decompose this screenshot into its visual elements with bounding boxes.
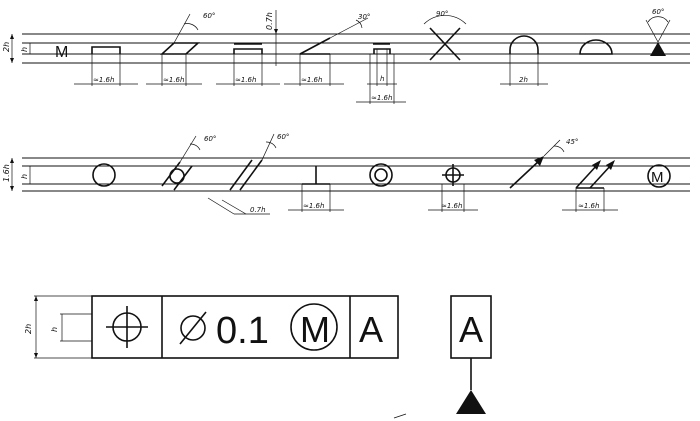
frame-label-h: h <box>50 327 59 332</box>
frame-outline <box>91 295 399 359</box>
row1-dim-arrow-icon <box>10 34 14 39</box>
row1-angle-leader <box>657 19 671 43</box>
row1-width-label: ≈1.6h <box>163 76 184 84</box>
row1-symbol-box <box>233 48 263 54</box>
row2-label-h: h <box>20 174 29 179</box>
row2-offset-line <box>221 199 247 215</box>
row1-angle-30: 30° <box>358 13 370 21</box>
feature-control-frame: 2h h 0.1 M A <box>24 295 399 359</box>
row1-slot-outer: ≈1.6h <box>371 94 392 102</box>
frame-modifier: M <box>300 309 330 350</box>
stray-mark <box>393 413 407 419</box>
row1-symbol-slope <box>299 37 331 55</box>
row2-parallel-line <box>229 159 253 191</box>
row2-angle-arc <box>265 141 277 149</box>
row1-label-2h: 2h <box>2 42 11 52</box>
row1-symbol-parallelogram <box>159 42 201 55</box>
row1-angle-arc <box>183 23 199 31</box>
row1-angle-leader <box>329 17 369 39</box>
frame-modifier-circle <box>290 303 338 351</box>
row1-width-label: ≈1.6h <box>93 76 114 84</box>
row2-angle-arc <box>553 145 565 153</box>
row1-symbol-arch <box>509 35 539 54</box>
row2-circled-m <box>647 164 671 188</box>
frame-tolerance: 0.1 <box>216 310 269 352</box>
row1-angle-arc <box>423 15 467 25</box>
row1: 2h h M ≈1.6h 60° ≈1.6h ≈1.6h 0.7h <box>2 8 690 104</box>
row1-width-label: ≈1.6h <box>301 76 322 84</box>
position-symbol-icon <box>106 306 148 348</box>
frame-dim-arrow-icon <box>34 353 38 358</box>
row1-symbol-x-b <box>429 27 461 61</box>
datum-feature: A <box>450 295 492 414</box>
row2-concentric-inner <box>374 168 388 182</box>
row2-angle-leader <box>179 135 197 163</box>
row1-filled-triangle-icon <box>650 42 666 56</box>
row2-total-runout-arrow <box>589 163 613 189</box>
row1-dim-arrow-icon <box>274 29 278 34</box>
row2-angle-arc <box>189 143 201 151</box>
datum-letter: A <box>459 309 483 350</box>
row2-label-16h: 1.6h <box>2 164 11 182</box>
row1-angle-arc <box>355 19 363 29</box>
row1-width-label: ≈1.6h <box>235 76 256 84</box>
datum-triangle-icon <box>456 390 486 414</box>
row1-angle-60b: 60° <box>652 8 664 16</box>
row2-angle-60b: 60° <box>277 133 289 141</box>
row1-symbol-rectangle <box>91 46 121 54</box>
row2-symbol-circle <box>92 163 116 187</box>
row2-letter-m: M <box>651 169 664 186</box>
row1-angle-60: 60° <box>203 12 215 20</box>
row2-cyl-line <box>161 161 181 187</box>
row2-width-label: ≈1.6h <box>441 202 462 210</box>
frame-datum-ref: A <box>359 309 383 350</box>
row2-width-label: ≈1.6h <box>578 202 599 210</box>
row1-letter-m: M <box>55 44 68 61</box>
frame-label-2h: 2h <box>24 324 33 334</box>
row2-arrowhead-icon <box>534 156 544 166</box>
row2-parallel-line <box>239 159 263 191</box>
row2-width-label: ≈1.6h <box>303 202 324 210</box>
row2-arrowhead-icon <box>592 160 601 170</box>
row2-symbol-cylinder-circle <box>169 168 185 184</box>
row1-slot-inner: h <box>380 75 384 83</box>
row2-concentric-outer <box>369 163 393 187</box>
row2-arrowhead-icon <box>606 160 615 170</box>
row2: 1.6h h 60° 60° 0.7h ≈1.6h <box>2 133 690 215</box>
row1-dim-07h: 0.7h <box>265 12 274 30</box>
row2-angle-60a: 60° <box>204 135 216 143</box>
row1-dim-arrow-icon <box>10 58 14 63</box>
row2-angle-leader <box>261 133 275 161</box>
row1-width-label: 2h <box>519 76 528 84</box>
row1-angle-90: 90° <box>436 10 448 18</box>
row1-symbol-semicircle <box>579 39 613 55</box>
row2-runout-arrow <box>509 159 541 189</box>
row2-dim-arrow-icon <box>10 186 14 191</box>
diameter-symbol-icon <box>179 311 207 345</box>
row1-label-h: h <box>20 47 29 52</box>
row1-angle-leader <box>173 13 191 44</box>
row2-total-runout-arrow <box>575 163 599 189</box>
frame-dim-arrow-icon <box>34 296 38 301</box>
row2-offset-07h: 0.7h <box>250 206 266 214</box>
row2-cyl-line <box>173 165 193 191</box>
row2-offset-line <box>207 197 235 215</box>
row1-slot-box <box>373 48 391 54</box>
row2-dim-arrow-icon <box>10 158 14 163</box>
row2-angle-leader <box>543 139 561 157</box>
row1-angle-arc <box>647 16 669 23</box>
row1-angle-leader <box>645 19 659 43</box>
row2-angle-45: 45° <box>566 138 578 146</box>
